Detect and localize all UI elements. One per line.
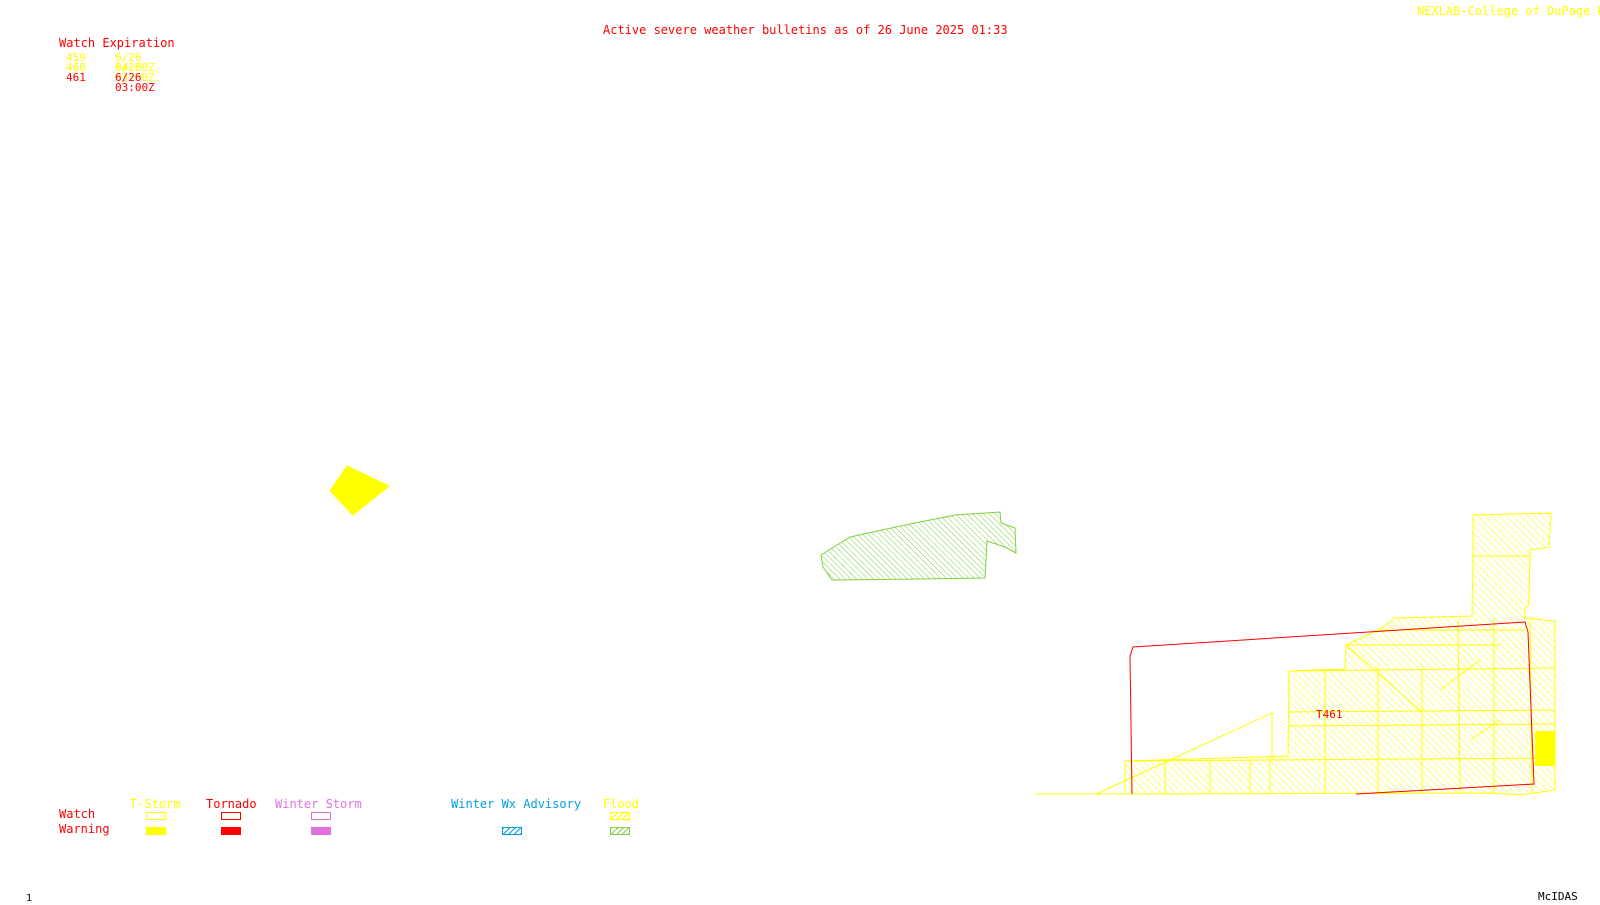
watch-expiration-heading: Watch Expiration bbox=[59, 36, 175, 50]
credit-text: NEXLAB-College of DuPage R bbox=[1417, 4, 1600, 18]
watch-label: T461 bbox=[1316, 708, 1343, 721]
watch-id: 461 bbox=[66, 71, 86, 84]
tornado-watch-swatch bbox=[221, 812, 241, 820]
bulletin-title: Active severe weather bulletins as of 26… bbox=[603, 23, 1008, 37]
watch-row: 459 6/26 04:00Z bbox=[66, 51, 155, 73]
watch-id: 459 bbox=[66, 51, 86, 64]
flood-warning-polygon bbox=[820, 511, 1017, 581]
legend-row-watch: Watch bbox=[59, 807, 96, 821]
legend-row-warning: Warning bbox=[59, 822, 110, 836]
tstorm-watch-swatch bbox=[146, 812, 166, 820]
flood-watch-swatch bbox=[610, 812, 630, 820]
watch-row: 460 6/26 03:00Z bbox=[66, 61, 155, 83]
watch-time: 6/26 03:00Z bbox=[115, 71, 155, 94]
winter-wx-advisory-swatch bbox=[502, 827, 522, 835]
watch-expiration-list: 459 6/26 04:00Z 460 6/26 03:00Z 461 6/26… bbox=[66, 51, 155, 93]
legend-col-winter-storm: Winter Storm bbox=[275, 797, 362, 811]
legend-col-tornado: Tornado bbox=[206, 797, 257, 811]
legend-col-winter-wx-advisory: Winter Wx Advisory bbox=[451, 797, 582, 811]
watch-row: 461 6/26 03:00Z bbox=[66, 71, 155, 93]
watch-id: 460 bbox=[66, 61, 86, 74]
winter-storm-warning-swatch bbox=[311, 827, 331, 835]
tstorm-warning-polygon bbox=[329, 465, 390, 516]
watch-time: 6/26 04:00Z bbox=[115, 51, 155, 74]
tstorm-watch-counties bbox=[1036, 512, 1556, 796]
tstorm-warning-swatch bbox=[146, 827, 166, 835]
winter-storm-watch-swatch bbox=[311, 812, 331, 820]
software-label: McIDAS bbox=[1538, 890, 1578, 903]
tornado-watch-outline bbox=[1129, 621, 1535, 795]
watch-time: 6/26 03:00Z bbox=[115, 61, 155, 84]
tstorm-warning-edge bbox=[1535, 731, 1555, 766]
legend-col-flood: Flood bbox=[603, 797, 640, 811]
frame-number: 1 bbox=[26, 893, 33, 904]
flood-warning-swatch bbox=[610, 827, 630, 835]
tornado-warning-swatch bbox=[221, 827, 241, 835]
legend-col-tstorm: T-Storm bbox=[130, 797, 181, 811]
